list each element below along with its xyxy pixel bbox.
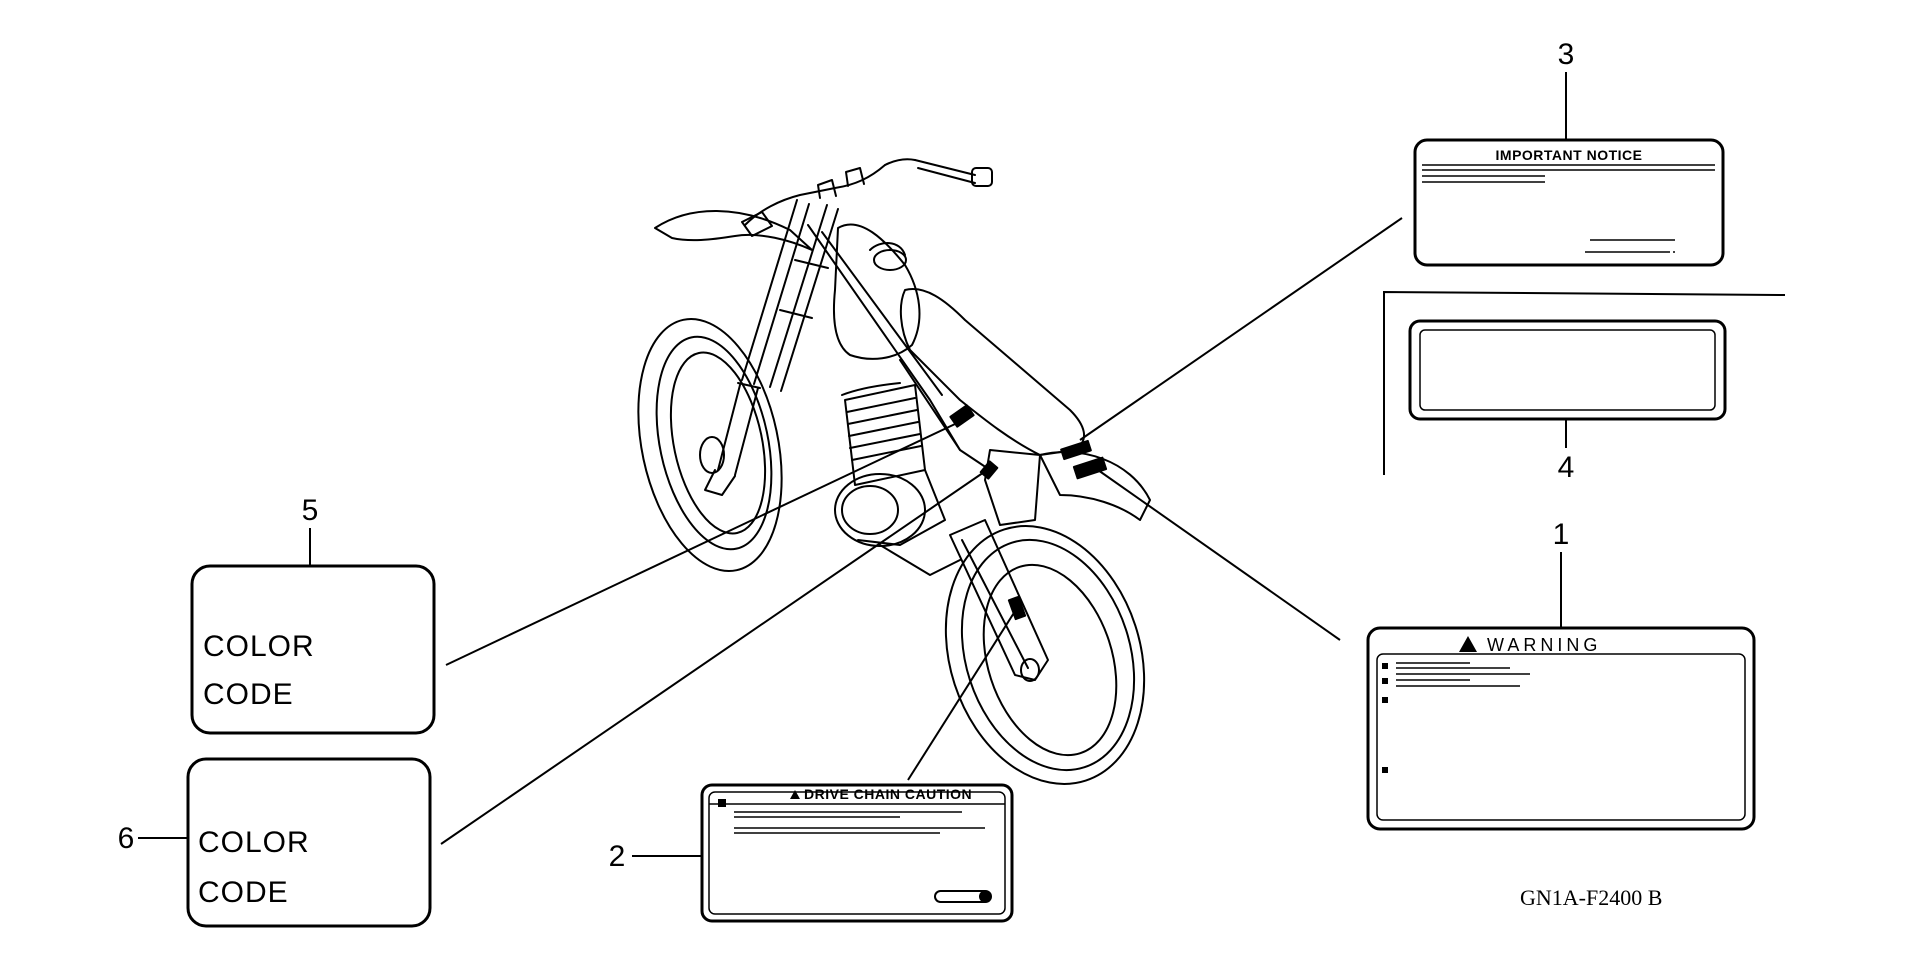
side-panel xyxy=(984,449,1041,526)
label-mark-warning xyxy=(1072,456,1108,480)
label-mark-frame xyxy=(979,460,999,480)
label-mark-notice xyxy=(1060,439,1092,461)
engine xyxy=(834,382,946,547)
label-color-code-6: 6 COLOR CODE xyxy=(118,757,432,928)
seat xyxy=(899,288,1085,456)
leader-line-1 xyxy=(1097,469,1341,641)
front-wheel xyxy=(637,318,783,572)
leader-line-2 xyxy=(907,607,1018,781)
label-important-notice: 3 IMPORTANT NOTICE xyxy=(1413,38,1725,267)
leader-line-3 xyxy=(1079,217,1403,441)
callout-2: 2 xyxy=(609,840,626,873)
leader-line-6 xyxy=(440,467,991,845)
label-drive-chain-caution: 2 DRIVE CHAIN CAUTION xyxy=(609,783,1014,923)
part-code: GN1A-F2400 B xyxy=(1520,885,1662,910)
warning-triangle-icon xyxy=(1459,636,1477,652)
label-blank-4: 4 xyxy=(1383,290,1786,484)
caution-triangle-icon xyxy=(790,790,800,799)
important-notice-title: IMPORTANT NOTICE xyxy=(1496,147,1643,163)
label-warning: 1 WARNING xyxy=(1366,518,1756,831)
fuel-cap xyxy=(873,249,907,271)
label-5-line2: CODE xyxy=(203,678,294,711)
callout-5: 5 xyxy=(302,494,319,527)
callout-6: 6 xyxy=(118,822,135,855)
group-bracket xyxy=(1383,290,1786,475)
frame xyxy=(807,224,991,576)
leader-line-5 xyxy=(445,415,973,666)
swing-arm xyxy=(949,519,1049,681)
leader-lines xyxy=(440,217,1403,845)
label-mark-color-code xyxy=(949,404,975,428)
front-fork xyxy=(704,199,839,496)
warning-title: WARNING xyxy=(1487,635,1601,655)
label-5-line1: COLOR xyxy=(203,630,315,663)
drive-chain-caution-title: DRIVE CHAIN CAUTION xyxy=(804,786,972,802)
callout-4: 4 xyxy=(1558,451,1575,484)
motorcycle-illustration xyxy=(637,158,1151,785)
handlebar xyxy=(741,158,993,237)
chain-tool-icon xyxy=(934,890,992,903)
label-6-line1: COLOR xyxy=(198,826,310,859)
label-6-line2: CODE xyxy=(198,876,289,909)
callout-1: 1 xyxy=(1553,518,1570,551)
label-color-code-5: 5 COLOR CODE xyxy=(190,494,436,735)
callout-3: 3 xyxy=(1558,38,1575,71)
